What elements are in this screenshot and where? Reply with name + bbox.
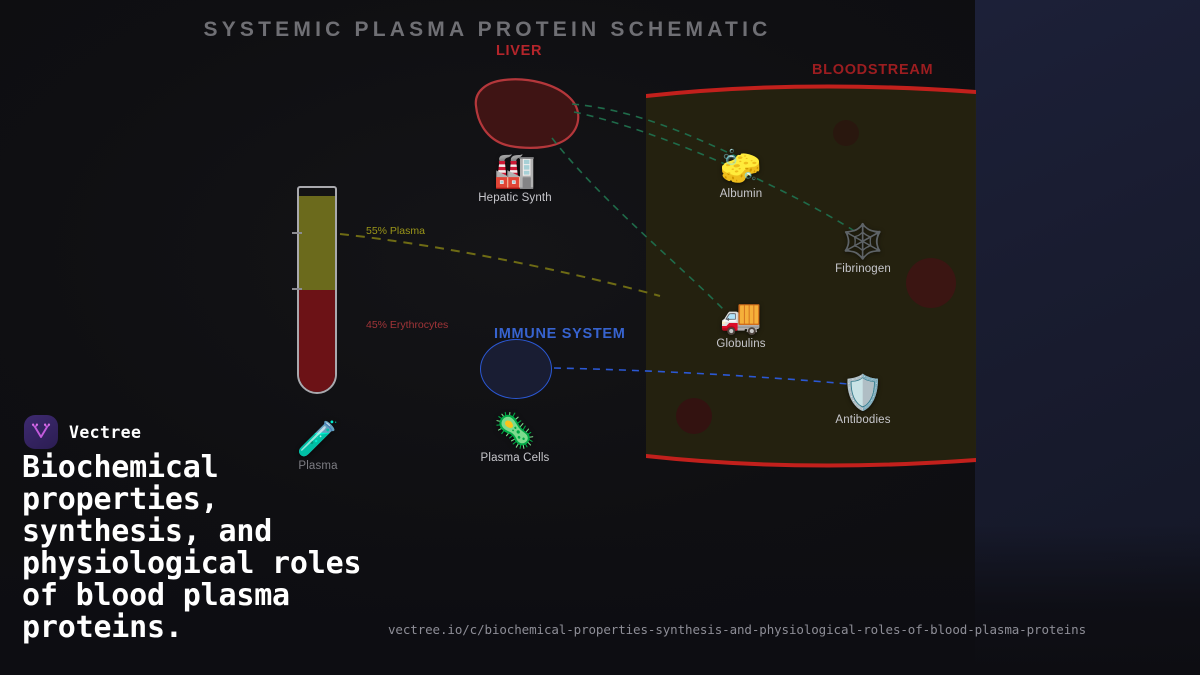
erythrocyte-blob — [906, 258, 956, 308]
node-hepatic-synth[interactable]: 🏭 Hepatic Synth — [455, 152, 575, 204]
delivery-truck-icon: 🚚 — [719, 298, 763, 336]
factory-icon: 🏭 — [493, 152, 537, 190]
brand-row: Vectree — [24, 415, 141, 449]
connector-label-erythrocyte-fraction: 45% Erythrocytes — [366, 319, 449, 331]
zone-label-immune: IMMUNE SYSTEM — [494, 326, 626, 342]
node-plasma[interactable]: 🧪 Plasma — [258, 420, 378, 472]
headline-text: Biochemical properties, synthesis, and p… — [22, 450, 362, 645]
node-label-plasma-cells: Plasma Cells — [480, 452, 550, 464]
erythrocyte-blob — [676, 398, 712, 434]
node-label-antibodies: Antibodies — [835, 414, 891, 426]
node-albumin[interactable]: 🧽 Albumin — [681, 148, 801, 200]
liver-organ-shape — [466, 76, 586, 154]
page-title: SYSTEMIC PLASMA PROTEIN SCHEMATIC — [203, 18, 772, 41]
blood-test-tube — [292, 186, 337, 394]
brand-name: Vectree — [69, 422, 142, 442]
tube-erythrocyte-layer — [299, 290, 335, 392]
node-antibodies[interactable]: 🛡️ Antibodies — [803, 374, 923, 426]
spider-web-icon: 🕸️ — [841, 223, 885, 261]
node-label-albumin: Albumin — [719, 188, 763, 200]
zone-label-liver: LIVER — [496, 43, 543, 59]
sponge-icon: 🧽 — [719, 148, 763, 186]
node-label-hepatic-synth: Hepatic Synth — [478, 192, 552, 204]
tube-tick — [292, 232, 302, 234]
node-label-globulins: Globulins — [716, 338, 766, 350]
tube-tick — [292, 288, 302, 290]
footer-fade — [0, 525, 1200, 675]
vectree-logo-icon — [24, 415, 58, 449]
node-fibrinogen[interactable]: 🕸️ Fibrinogen — [803, 223, 923, 275]
microbe-icon: 🦠 — [493, 412, 537, 450]
test-tube-icon: 🧪 — [296, 420, 340, 458]
tube-plasma-layer — [299, 196, 335, 290]
node-label-plasma: Plasma — [298, 460, 338, 472]
zone-label-bloodstream: BLOODSTREAM — [812, 62, 934, 78]
node-plasma-cells[interactable]: 🦠 Plasma Cells — [455, 412, 575, 464]
node-globulins[interactable]: 🚚 Globulins — [681, 298, 801, 350]
source-url: vectree.io/c/biochemical-properties-synt… — [388, 622, 1087, 637]
connector-label-plasma-fraction: 55% Plasma — [366, 225, 425, 237]
immune-system-node — [480, 339, 552, 399]
shield-icon: 🛡️ — [841, 374, 885, 412]
node-label-fibrinogen: Fibrinogen — [835, 263, 891, 275]
erythrocyte-blob — [833, 120, 859, 146]
